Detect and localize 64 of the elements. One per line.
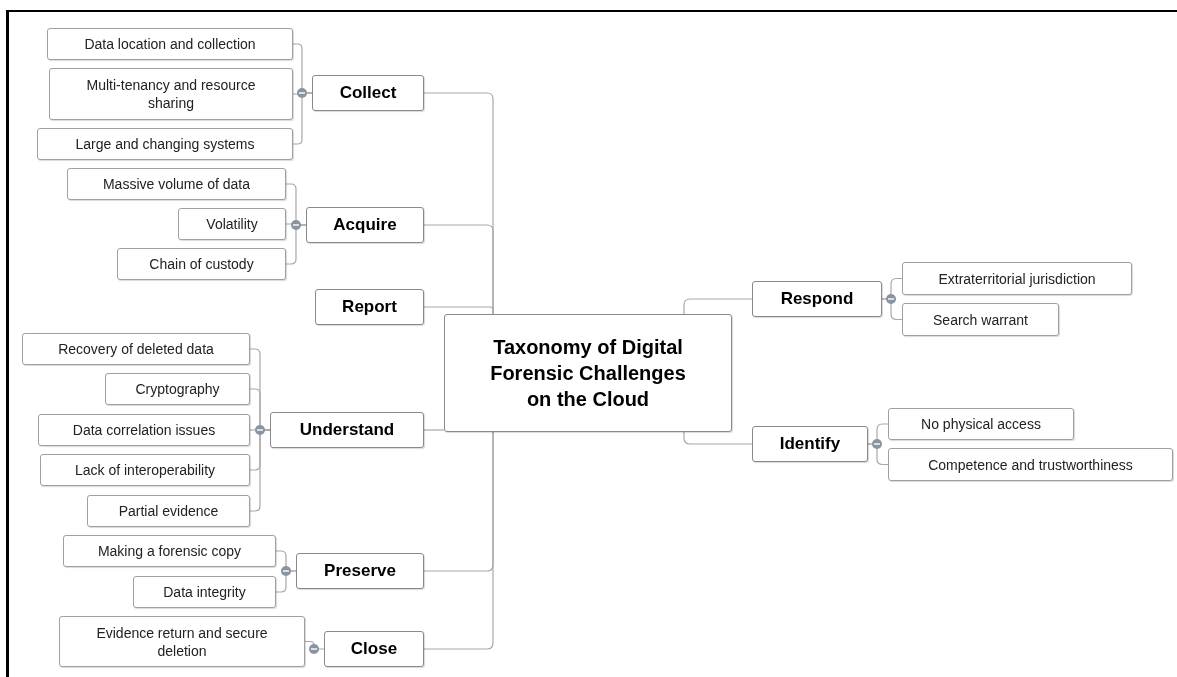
topic-text: Recovery of deleted data	[58, 340, 214, 358]
topic-text: Making a forensic copy	[97, 542, 242, 560]
subtopic-box	[902, 303, 1059, 336]
topic-text: Data correlation issues	[72, 421, 216, 439]
main-topic-box	[324, 631, 424, 667]
connector-line	[275, 570, 297, 593]
subtopic-box	[902, 262, 1132, 295]
topic-text: Extraterritorial jurisdiction	[938, 269, 1096, 288]
topic-text: Evidence return and secure deletion	[95, 623, 269, 660]
subtopic-box	[87, 495, 250, 527]
main-topic-box	[312, 75, 424, 111]
connector-line	[867, 443, 889, 466]
topic-text: Report	[342, 296, 397, 319]
topic-text: Collect	[339, 82, 397, 105]
connector-line	[285, 224, 307, 265]
topic-text: Preserve	[324, 560, 396, 583]
connector-line	[423, 306, 494, 315]
topic-text: Understand	[299, 419, 395, 442]
main-topic-box	[752, 281, 882, 317]
topic-text: Competence and trustworthiness	[928, 455, 1133, 474]
topic-text: Large and changing systems	[75, 135, 255, 153]
topic-text: Close	[350, 638, 398, 661]
subtopic-box	[47, 28, 293, 60]
subtopic-box	[105, 373, 250, 405]
connector-line	[423, 429, 445, 431]
topic-text: Acquire	[333, 214, 397, 237]
topic-text: Data integrity	[163, 583, 246, 601]
main-topic-box	[315, 289, 424, 325]
subtopic-box	[117, 248, 286, 280]
subtopic-box	[22, 333, 250, 365]
subtopic-box	[67, 168, 286, 200]
main-topic-box	[270, 412, 424, 448]
topic-text: Massive volume of data	[102, 175, 251, 193]
connector-line	[683, 431, 753, 445]
topic-text: Lack of interoperability	[74, 461, 216, 479]
topic-text: Chain of custody	[149, 255, 254, 273]
subtopic-box	[38, 414, 250, 446]
subtopic-box	[888, 408, 1074, 440]
topic-text: Volatility	[206, 215, 258, 233]
subtopic-box	[133, 576, 276, 608]
topic-text: No physical access	[921, 415, 1041, 433]
topic-text: Multi-tenancy and resource sharing	[85, 76, 257, 112]
topic-text: Data location and collection	[84, 35, 256, 53]
topic-text: Identify	[779, 433, 841, 456]
main-topic-box	[752, 426, 868, 462]
connector-line	[683, 298, 753, 315]
subtopic-box	[888, 448, 1173, 481]
connector-line	[423, 431, 494, 650]
subtopic-box	[37, 128, 293, 160]
main-topic-box	[306, 207, 424, 243]
subtopic-box	[59, 616, 305, 667]
central-topic-box	[444, 314, 732, 432]
topic-text: Partial evidence	[118, 502, 219, 520]
main-topic-box	[296, 553, 424, 589]
subtopic-box	[49, 68, 293, 120]
connector-line	[881, 298, 903, 321]
topic-text: Respond	[780, 288, 854, 311]
topic-text: Cryptography	[135, 380, 220, 398]
topic-text: Taxonomy of Digital Forensic Challenges on the Cloud	[489, 335, 687, 412]
connector-line	[292, 92, 313, 145]
topic-text: Search warrant	[933, 310, 1028, 329]
subtopic-box	[40, 454, 250, 486]
subtopic-box	[178, 208, 286, 240]
subtopic-box	[63, 535, 276, 567]
